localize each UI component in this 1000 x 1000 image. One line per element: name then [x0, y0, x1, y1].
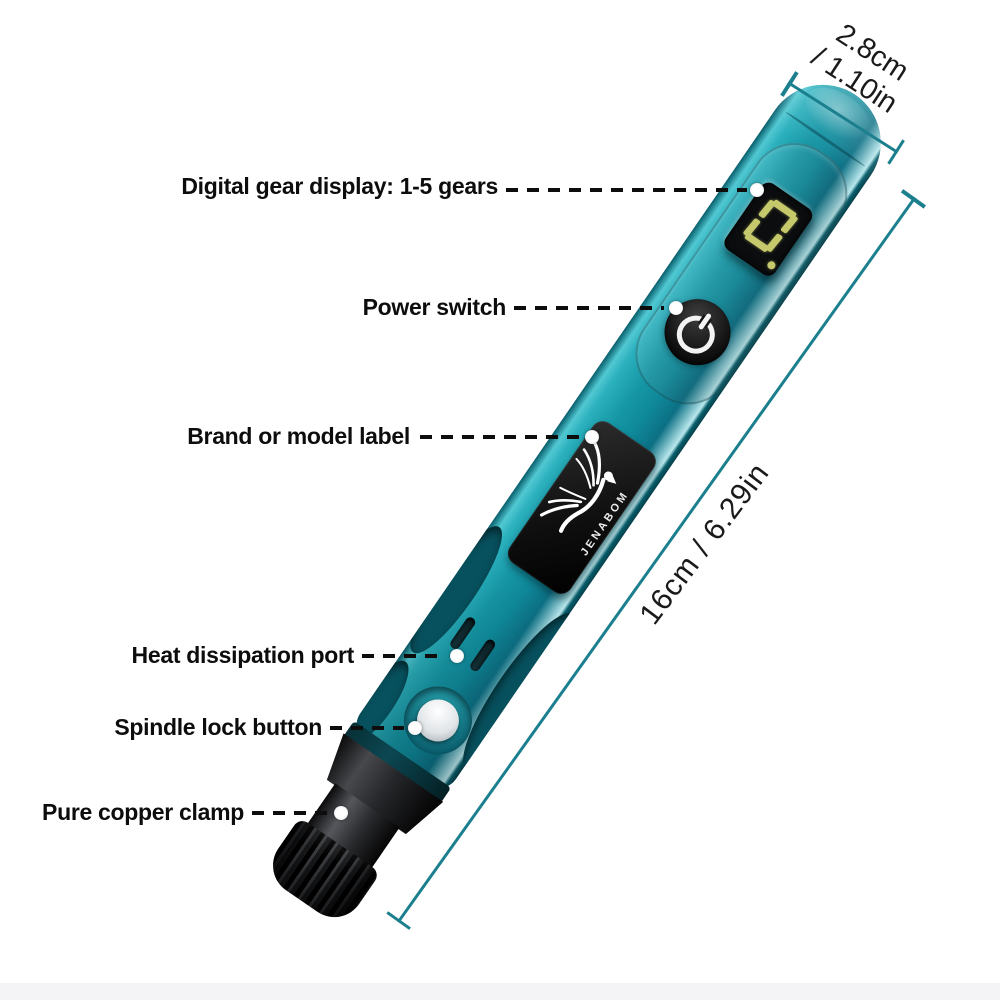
seven-segment-digit: [741, 197, 801, 255]
callout-dot-spindle-lock-button: [408, 721, 422, 735]
callout-line-spindle-lock-button: [330, 726, 404, 730]
callout-dot-heat-dissipation-port: [450, 649, 464, 663]
callout-line-brand-label: [420, 435, 580, 439]
callout-label-brand-label: Brand or model label: [187, 423, 410, 449]
decimal-point: [765, 259, 777, 271]
eagle-icon: [539, 440, 617, 533]
segment: [780, 214, 799, 234]
segment: [757, 199, 777, 219]
dimension-tick: [901, 189, 927, 209]
segment: [764, 233, 784, 253]
engraving-pen: 0: [241, 58, 909, 948]
callout-label-pure-copper-clamp: Pure copper clamp: [42, 799, 244, 825]
pen-body: 0: [347, 62, 904, 798]
callout-line-digital-gear-display: [506, 188, 747, 192]
callout-label-heat-dissipation-port: Heat dissipation port: [131, 642, 355, 668]
callout-line-heat-dissipation-port: [362, 654, 446, 658]
callout-dot-power-switch: [669, 301, 683, 315]
callout-line-pure-copper-clamp: [252, 811, 330, 815]
power-icon: [669, 307, 723, 361]
dimension-tick: [386, 911, 412, 931]
callout-label-digital-gear-display: Digital gear display: 1-5 gears: [181, 173, 498, 199]
brand-model-label: JENABOM: [503, 416, 661, 599]
callout-label-spindle-lock-button: Spindle lock button: [114, 714, 322, 740]
callout-dot-pure-copper-clamp: [334, 806, 348, 820]
callout-line-power-switch: [514, 306, 664, 310]
callout-dot-brand-label: [585, 430, 599, 444]
callout-dot-digital-gear-display: [750, 183, 764, 197]
callout-label-power-switch: Power switch: [362, 294, 507, 320]
bottom-band: [0, 983, 1000, 1000]
